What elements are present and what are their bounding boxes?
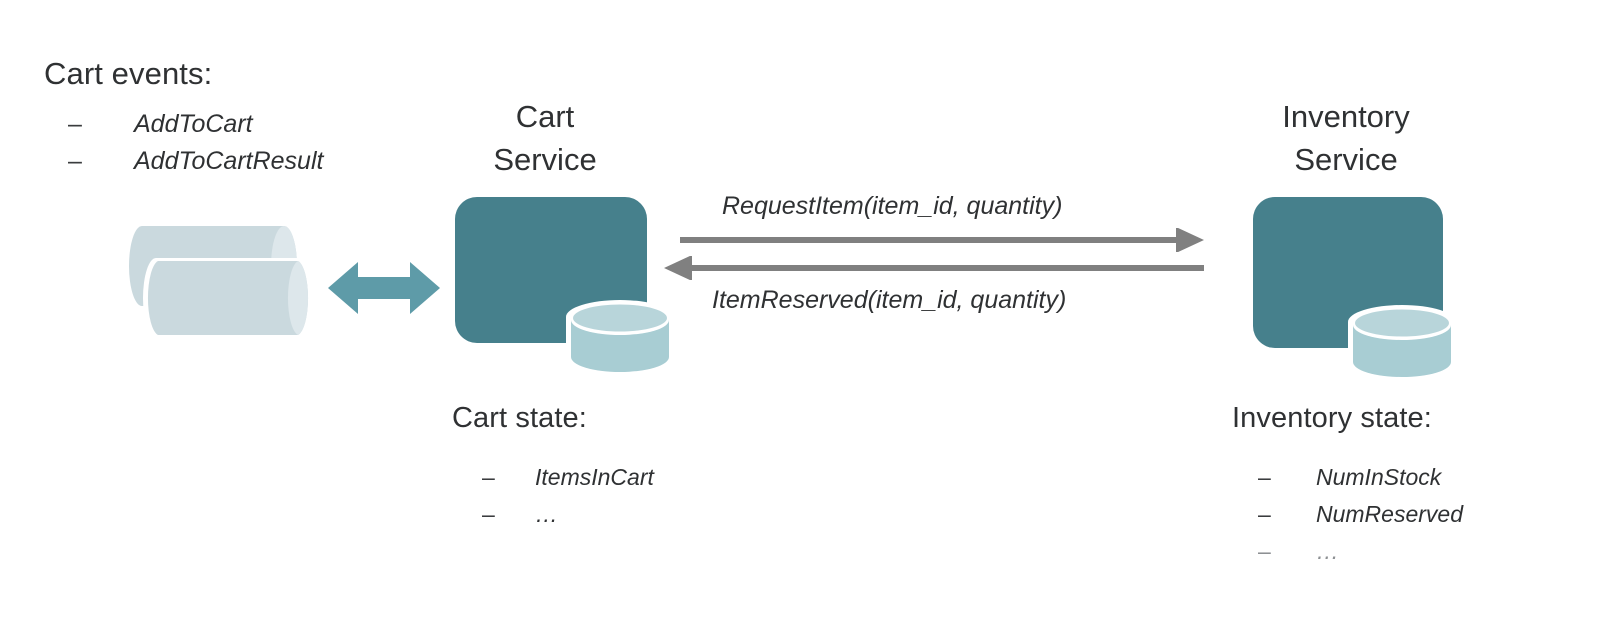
cart-events-heading: Cart events: xyxy=(44,56,213,91)
list-item: – ItemsInCart xyxy=(482,466,654,489)
inventory-service-title-line2: Service xyxy=(1294,142,1398,177)
bullet-dash-icon: – xyxy=(68,110,82,138)
inventory-state-heading: Inventory state: xyxy=(1232,402,1432,434)
item-reserved-arrow-icon xyxy=(664,255,1204,285)
request-arrow-icon xyxy=(664,227,1204,257)
bullet-dash-icon: – xyxy=(1258,464,1271,490)
list-item: – AddToCartResult xyxy=(68,149,323,174)
list-item: – AddToCart xyxy=(68,112,323,137)
inventory-state-field: … xyxy=(1316,538,1339,564)
inventory-database-icon xyxy=(1344,305,1468,388)
list-item: – NumInStock xyxy=(1258,466,1463,489)
inventory-state-field: NumInStock xyxy=(1316,464,1442,490)
inventory-service-title-line1: Inventory xyxy=(1282,99,1410,134)
bullet-dash-icon: – xyxy=(1258,501,1271,527)
cart-state-field: ItemsInCart xyxy=(535,464,654,490)
cart-state-field: … xyxy=(535,501,558,527)
list-item: – … xyxy=(1258,540,1463,563)
bullet-dash-icon: – xyxy=(68,147,82,175)
cart-service-title-line2: Service xyxy=(493,142,597,177)
cart-state-heading: Cart state: xyxy=(452,402,587,434)
cart-events-list: – AddToCart – AddToCartResult xyxy=(68,112,323,186)
cart-service-title-line1: Cart xyxy=(515,99,575,134)
bullet-dash-icon: – xyxy=(482,464,495,490)
cart-state-list: – ItemsInCart – … xyxy=(482,466,654,540)
cart-service-title: Cart Service xyxy=(440,95,650,181)
inventory-state-field: NumReserved xyxy=(1316,501,1463,527)
bullet-dash-icon: – xyxy=(482,501,495,527)
list-item: – … xyxy=(482,503,654,526)
event-name: AddToCart xyxy=(134,110,253,138)
inventory-state-list: – NumInStock – NumReserved – … xyxy=(1258,466,1463,577)
cart-database-icon xyxy=(562,300,686,383)
bullet-dash-icon: – xyxy=(1258,538,1271,564)
event-name: AddToCartResult xyxy=(134,147,324,175)
item-reserved-label: ItemReserved(item_id, quantity) xyxy=(712,286,1067,314)
bidirectional-arrow-icon xyxy=(328,258,440,323)
list-item: – NumReserved xyxy=(1258,503,1463,526)
request-item-label: RequestItem(item_id, quantity) xyxy=(722,192,1063,220)
inventory-service-title: Inventory Service xyxy=(1240,95,1452,181)
message-queue-icon xyxy=(124,214,324,364)
